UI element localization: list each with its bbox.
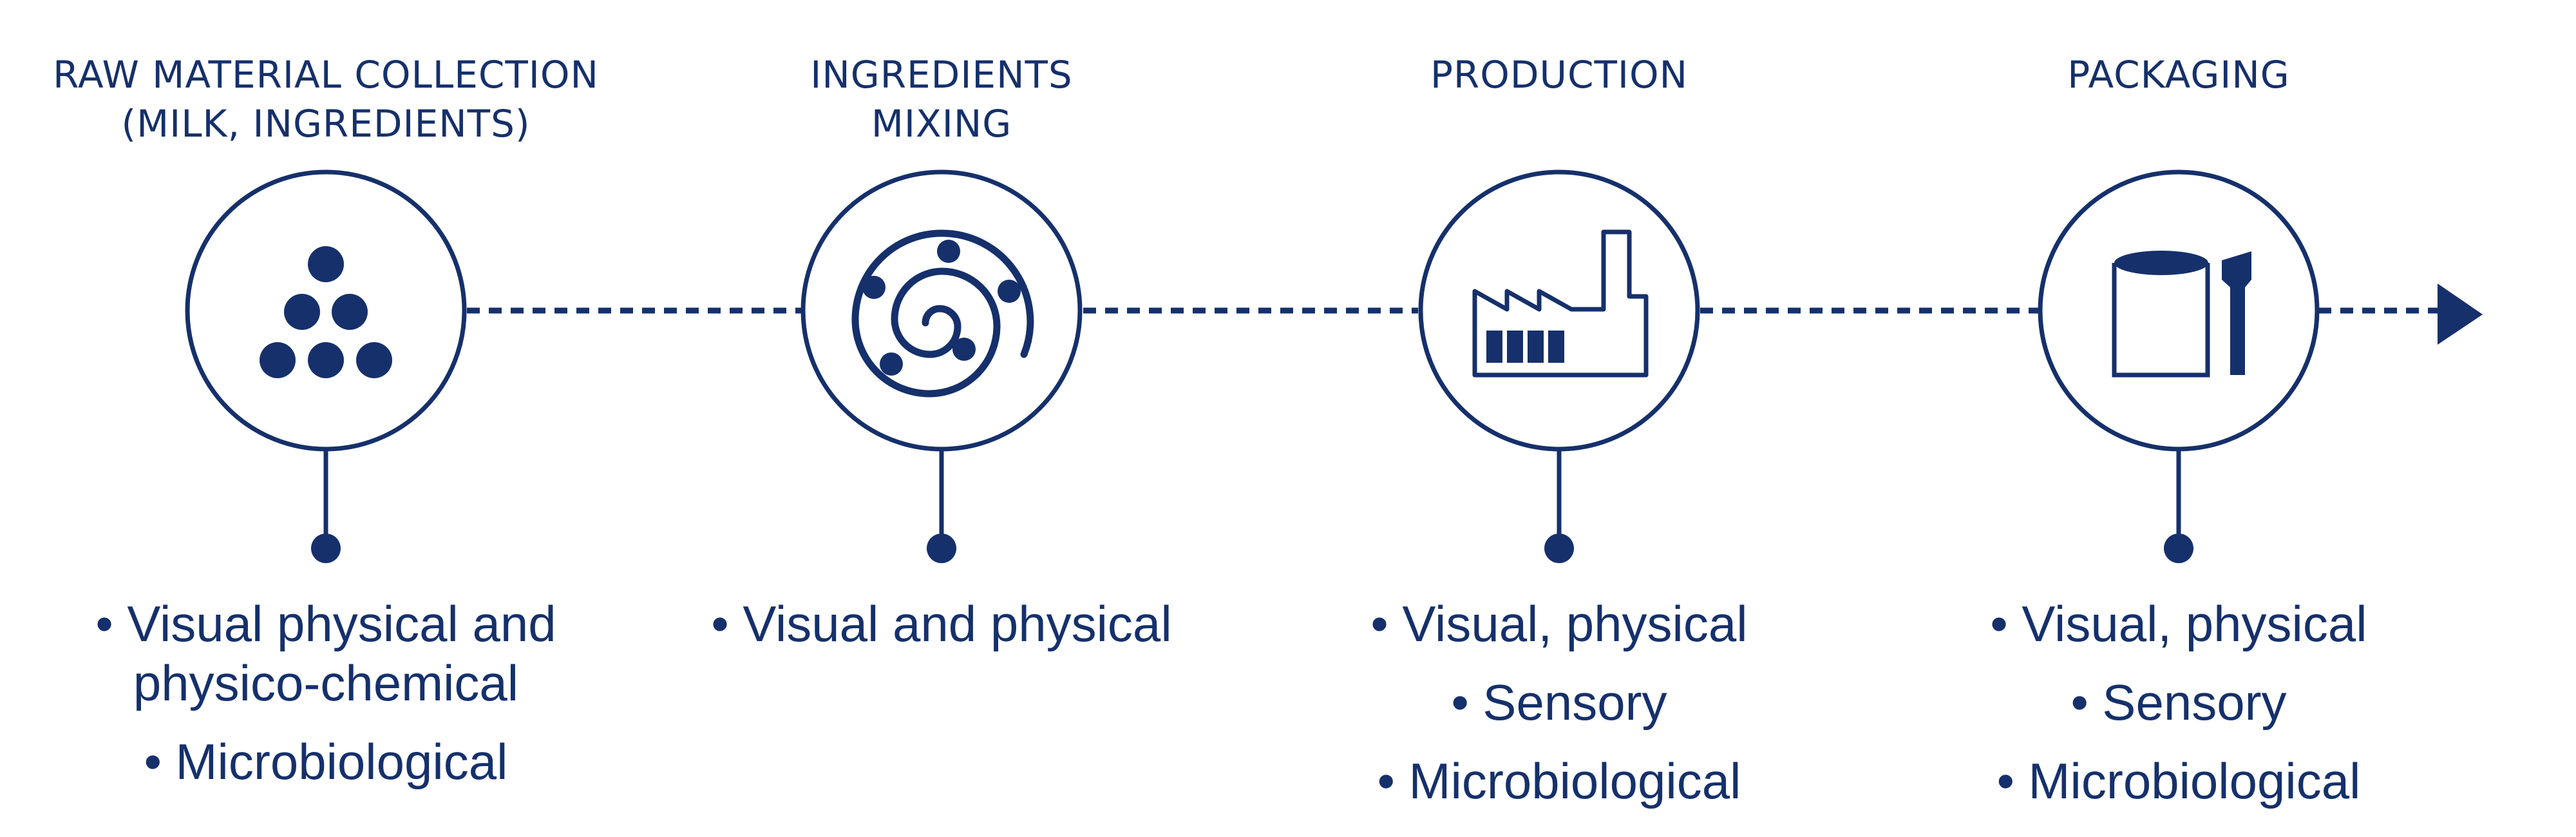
stage-stems [323, 451, 2181, 544]
dots-pyramid-icon [260, 246, 392, 378]
check-item: • Visual physical and physico-chemical [36, 594, 616, 713]
package-icon [2112, 251, 2251, 378]
stem-dot-4 [2164, 534, 2193, 563]
check-item: • Sensory [1889, 673, 2468, 732]
check-text: Visual physical and [127, 595, 556, 652]
stage-ingredients-mixing: INGREDIENTS MIXING • Visual and physical [652, 0, 1231, 837]
check-text: Visual, physical [1402, 595, 1748, 652]
check-text: Sensory [1482, 674, 1667, 731]
bullet: • [2070, 674, 2088, 731]
bullet: • [144, 733, 162, 790]
bullet: • [1996, 753, 2014, 809]
checks-list: • Visual, physical • Sensory • Microbiol… [1269, 594, 1849, 830]
stage-title-line: MIXING [871, 102, 1012, 146]
stage-title: PRODUCTION [1269, 50, 1849, 99]
bullet: • [1990, 595, 2008, 652]
check-item: • Sensory [1269, 673, 1849, 732]
stage-circle-4 [2038, 169, 2320, 452]
check-item: • Visual, physical [1269, 594, 1849, 653]
spiral-mixing-icon [851, 229, 1034, 398]
bullet: • [711, 595, 729, 652]
bullet: • [95, 595, 113, 652]
check-item: • Visual and physical [652, 594, 1231, 653]
stage-production: PRODUCTION • Visual, physical • Sensory … [1269, 0, 1849, 837]
bullet: • [1370, 595, 1388, 652]
stage-title-line: RAW MATERIAL COLLECTION [53, 53, 599, 97]
check-text: Microbiological [175, 733, 508, 790]
checks-list: • Visual, physical • Sensory • Microbiol… [1889, 594, 2468, 830]
stage-title: RAW MATERIAL COLLECTION (MILK, INGREDIEN… [36, 50, 616, 148]
stem-dot-1 [311, 534, 341, 563]
stem-dot-3 [1544, 534, 1574, 563]
bullet: • [1377, 753, 1395, 809]
stage-title-line: PACKAGING [2067, 53, 2290, 97]
check-item: • Visual, physical [1889, 594, 2468, 653]
stage-packaging: PACKAGING • Visual, physical • Sensory •… [1889, 0, 2468, 837]
check-text: physico-chemical [133, 655, 519, 711]
stage-title: INGREDIENTS MIXING [652, 50, 1231, 148]
stage-raw-material-collection: RAW MATERIAL COLLECTION (MILK, INGREDIEN… [36, 0, 616, 837]
stage-circle-1 [185, 169, 467, 452]
stage-title-line: PRODUCTION [1430, 53, 1689, 97]
flow-arrow-head-icon [2438, 284, 2483, 345]
check-text: Sensory [2102, 674, 2287, 731]
stage-title: PACKAGING [1889, 50, 2468, 99]
check-text: Visual, physical [2022, 595, 2367, 652]
check-text: Visual and physical [743, 595, 1172, 652]
factory-icon [1472, 229, 1649, 378]
check-text: Microbiological [2028, 753, 2361, 809]
check-text: Microbiological [1408, 753, 1741, 809]
bullet: • [1451, 674, 1469, 731]
stem-dot-2 [927, 534, 956, 563]
stage-title-line: (MILK, INGREDIENTS) [121, 102, 531, 146]
check-item: • Microbiological [36, 732, 616, 791]
stage-title-line: INGREDIENTS [810, 53, 1073, 97]
checks-list: • Visual physical and physico-chemical •… [36, 594, 616, 811]
checks-list: • Visual and physical [652, 594, 1231, 673]
check-item: • Microbiological [1889, 751, 2468, 811]
check-item: • Microbiological [1269, 751, 1849, 811]
stage-stem-dots [311, 534, 2193, 563]
